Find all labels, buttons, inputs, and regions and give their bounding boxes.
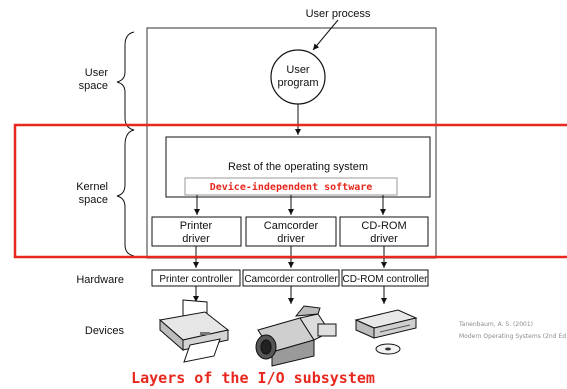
devices-label: Devices	[85, 325, 125, 337]
camcorder-icon	[255, 305, 337, 367]
printer-icon	[158, 299, 230, 363]
printer-controller-label: Printer controller	[159, 274, 233, 285]
citation-line-2: Modern Operating Systems (2nd Ed	[459, 333, 566, 340]
citation-line-1: Tanenbaum, A. S. (2001)	[458, 321, 533, 328]
camcorder-driver-label-1: Camcorder	[264, 220, 319, 232]
cdrom-driver-box	[339, 216, 429, 247]
cdrom-controller-label: CD-ROM controller	[342, 274, 428, 285]
camcorder-controller-label: Camcorder controller	[244, 274, 338, 285]
cdrom-driver-label-2: driver	[370, 233, 398, 245]
user-program-label-1: User	[286, 64, 310, 76]
camcorder-driver-box	[245, 216, 337, 247]
printer-driver-label-1: Printer	[180, 220, 213, 232]
user-process-label: User process	[306, 8, 371, 20]
user-process-arrow	[312, 19, 339, 51]
printer-driver-label-2: driver	[182, 233, 210, 245]
figure-title: Layers of the I/O subsystem	[131, 369, 375, 387]
kernel-highlight-box	[13, 123, 567, 259]
user-space-brace	[116, 31, 135, 131]
kernel-space-label-1: Kernel	[76, 181, 108, 193]
user-space-label-2: space	[79, 80, 108, 92]
printer-driver-box	[151, 216, 242, 247]
device-independent-label: Device-independent software	[210, 181, 373, 193]
kernel-space-brace	[116, 129, 135, 257]
cdrom-drive-icon	[354, 309, 418, 355]
rest-of-os-label: Rest of the operating system	[228, 161, 368, 173]
kernel-space-label-2: space	[79, 194, 108, 206]
cdrom-driver-label-1: CD-ROM	[361, 220, 406, 232]
user-space-label-1: User	[85, 67, 109, 79]
hardware-label: Hardware	[76, 274, 124, 286]
camcorder-driver-label-2: driver	[277, 233, 305, 245]
cdrom-controller-box	[341, 269, 429, 287]
user-program-label-2: program	[278, 77, 319, 89]
